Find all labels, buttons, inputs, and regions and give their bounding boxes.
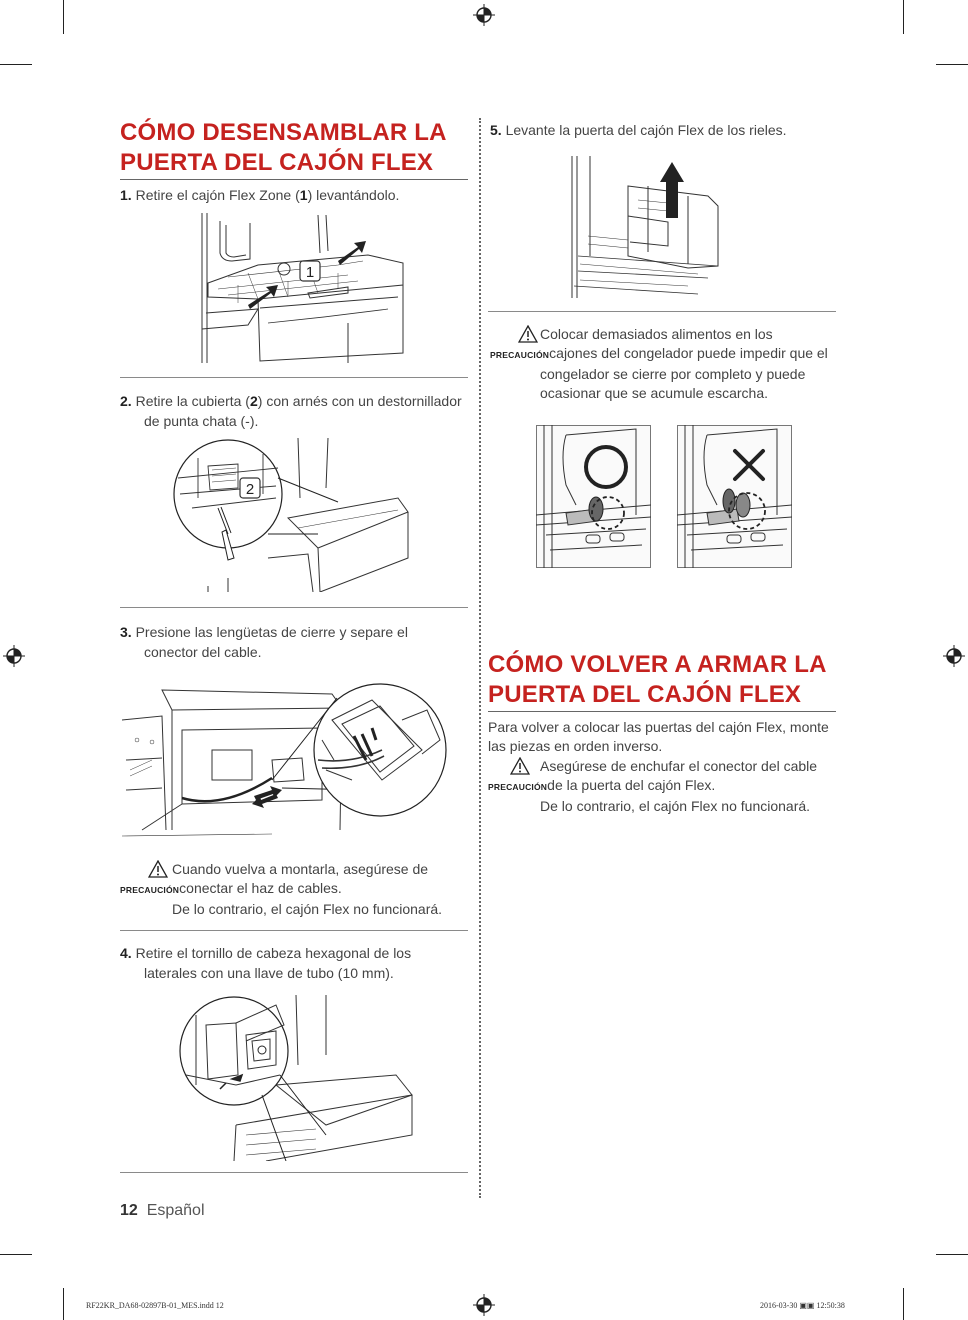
page-footer: 12 Español xyxy=(120,1202,205,1220)
section-rule xyxy=(488,711,836,712)
registration-mark-icon xyxy=(473,4,495,26)
step-text: conector del cable. xyxy=(144,644,262,660)
illustration-cable-connector xyxy=(122,683,447,837)
title-line: PUERTA DEL CAJÓN FLEX xyxy=(120,149,434,176)
illustration-hex-bolt xyxy=(179,995,413,1161)
title-line: CÓMO DESENSAMBLAR LA xyxy=(120,119,447,146)
step-number: 1. xyxy=(120,187,132,203)
caution-text: Colocar demasiados alimentos en los xyxy=(540,326,773,342)
step-rule xyxy=(120,1172,468,1173)
caution-triangle-icon xyxy=(518,325,538,343)
caution-text: de la puerta del cajón Flex. xyxy=(547,777,716,793)
step-number: 4. xyxy=(120,945,132,961)
step-text: Retire el tornillo de cabeza hexagonal d… xyxy=(135,945,412,961)
step-text: Retire el cajón Flex Zone ( xyxy=(135,187,300,203)
caution-text: cajones del congelador puede impedir que… xyxy=(549,345,828,361)
step-ref: 1 xyxy=(299,187,308,203)
step-text: Retire la cubierta ( xyxy=(135,393,250,409)
step-4: 4. Retire el tornillo de cabeza hexagona… xyxy=(120,943,470,983)
step-text: laterales con una llave de tubo (10 mm). xyxy=(144,965,394,981)
caution-triangle-icon xyxy=(510,757,530,775)
trim-mark xyxy=(63,0,64,34)
check-circle-icon xyxy=(584,445,628,489)
step-number: 3. xyxy=(120,624,132,640)
trim-mark xyxy=(63,1288,64,1320)
title-line: CÓMO VOLVER A ARMAR LA xyxy=(488,651,827,678)
step-2: 2. Retire la cubierta (2) con arnés con … xyxy=(120,391,470,431)
registration-mark-icon xyxy=(473,1294,495,1316)
caution-note-connector: Asegúrese de enchufar el conector del ca… xyxy=(488,757,838,816)
title-line: PUERTA DEL CAJÓN FLEX xyxy=(488,681,802,708)
step-text: ) con arnés con un destornillador xyxy=(257,393,462,409)
step-rule xyxy=(488,311,836,312)
step-number: 2. xyxy=(120,393,132,409)
section-rule xyxy=(120,179,468,180)
registration-mark-icon xyxy=(3,645,25,667)
trim-mark xyxy=(903,1288,904,1320)
section-title-disassemble: CÓMO DESENSAMBLAR LA PUERTA DEL CAJÓN FLE… xyxy=(120,118,470,178)
step-3: 3. Presione las lengüetas de cierre y se… xyxy=(120,622,470,662)
intro-text: Para volver a colocar las puertas del ca… xyxy=(488,719,829,735)
callout-label: 2 xyxy=(246,481,254,498)
caution-text: conectar el haz de cables. xyxy=(179,880,342,896)
step-text: de punta chata (-). xyxy=(144,413,259,429)
step-rule xyxy=(120,930,468,931)
caution-text: Asegúrese de enchufar el conector del ca… xyxy=(540,758,818,774)
illustration-drawer-removal: 1 xyxy=(201,213,404,363)
caution-note-overload: Colocar demasiados alimentos en los PREC… xyxy=(490,325,835,403)
step-number: 5. xyxy=(490,122,502,138)
caution-text: De lo contrario, el cajón Flex no funcio… xyxy=(172,901,443,917)
step-ref: 2 xyxy=(249,393,258,409)
caution-text: ocasionar que se acumule escarcha. xyxy=(540,385,769,401)
step-1: 1. Retire el cajón Flex Zone (1) levantá… xyxy=(120,185,465,205)
caution-text: Cuando vuelva a montarla, asegúrese de xyxy=(172,861,429,877)
caution-triangle-icon xyxy=(148,860,168,878)
section-title-reassemble: CÓMO VOLVER A ARMAR LA PUERTA DEL CAJÓN F… xyxy=(488,650,848,710)
trim-mark xyxy=(936,1254,968,1255)
trim-mark xyxy=(0,1254,32,1255)
caution-text: De lo contrario, el cajón Flex no funcio… xyxy=(540,798,811,814)
cross-icon xyxy=(733,449,765,481)
trim-mark xyxy=(936,64,968,65)
step-text: Presione las lengüetas de cierre y separ… xyxy=(135,624,408,640)
caution-text: congelador se cierre por completo y pued… xyxy=(540,366,806,382)
illustration-lift-door xyxy=(571,156,719,298)
step-rule xyxy=(120,607,468,608)
caution-label: PRECAUCIÓN xyxy=(120,885,180,895)
step-text: Levante la puerta del cajón Flex de los … xyxy=(505,122,787,138)
caution-label: PRECAUCIÓN xyxy=(488,782,548,792)
intro-text: las piezas en orden inverso. xyxy=(488,738,663,754)
print-slug-file: RF22KR_DA68-02897B-01_MES.indd 12 xyxy=(86,1301,224,1310)
step-5: 5. Levante la puerta del cajón Flex de l… xyxy=(490,120,835,140)
reassembly-intro: Para volver a colocar las puertas del ca… xyxy=(488,718,838,756)
trim-mark xyxy=(903,0,904,34)
page-language: Español xyxy=(146,1202,205,1219)
caution-label: PRECAUCIÓN xyxy=(490,350,550,360)
illustration-incorrect-position xyxy=(677,425,792,568)
illustration-correct-position xyxy=(536,425,651,568)
step-text: ) levantándolo. xyxy=(307,187,400,203)
column-divider xyxy=(479,118,481,1198)
registration-mark-icon xyxy=(943,645,965,667)
trim-mark xyxy=(0,64,32,65)
step-rule xyxy=(120,377,468,378)
print-slug-date: 2016-03-30 ▣▣ 12:50:38 xyxy=(760,1301,845,1310)
illustration-cover-removal: 2 xyxy=(173,438,409,592)
caution-note-wiring: Cuando vuelva a montarla, asegúrese de P… xyxy=(120,860,470,919)
callout-label: 1 xyxy=(306,264,314,281)
page-number: 12 xyxy=(120,1202,138,1219)
